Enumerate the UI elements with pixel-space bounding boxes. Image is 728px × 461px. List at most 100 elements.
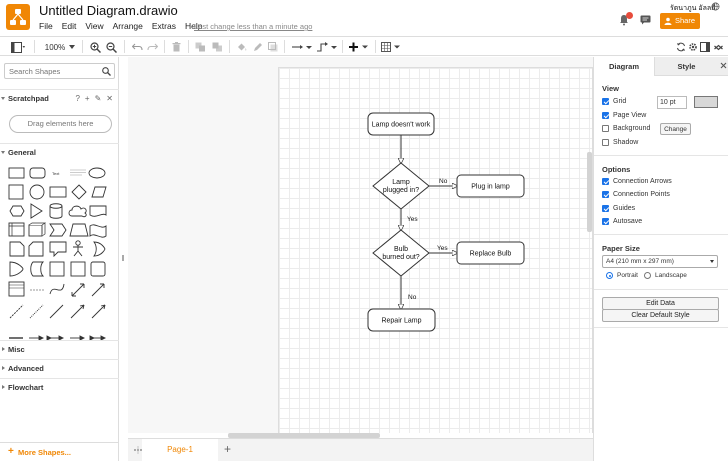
shape-or xyxy=(93,241,106,257)
undo-icon xyxy=(131,43,143,51)
pages-menu-icon[interactable] xyxy=(133,445,143,455)
horizontal-scrollbar[interactable] xyxy=(228,433,380,438)
collapse-toolbar-button[interactable] xyxy=(713,40,723,54)
line-color-button[interactable] xyxy=(251,40,263,54)
page-tab-active[interactable]: Page-1 xyxy=(142,439,218,461)
change-background-button[interactable]: Change xyxy=(660,123,691,135)
more-shapes-button[interactable]: + More Shapes... xyxy=(0,442,119,461)
shape-process xyxy=(49,186,67,198)
zoom-dropdown[interactable]: 100% xyxy=(42,40,78,54)
language-globe-icon[interactable] xyxy=(711,2,720,11)
guides-checkbox[interactable]: Guides xyxy=(602,205,635,212)
menu-arrange[interactable]: Arrange xyxy=(112,21,143,31)
shape-dotted-diagonal xyxy=(29,304,44,319)
drawio-logo[interactable] xyxy=(6,4,30,30)
node-decision1[interactable] xyxy=(372,162,430,210)
to-back-button[interactable] xyxy=(211,40,223,54)
grid-color-swatch[interactable] xyxy=(694,96,718,108)
node-plug[interactable] xyxy=(456,174,525,198)
fill-color-button[interactable] xyxy=(235,40,247,54)
scratchpad-help-icon[interactable]: ? xyxy=(75,94,80,103)
autosave-checkbox[interactable]: Autosave xyxy=(602,218,642,225)
redo-button[interactable] xyxy=(146,40,158,54)
table-button[interactable] xyxy=(380,40,402,54)
menu-file[interactable]: File xyxy=(39,21,53,31)
scratchpad-section[interactable]: Scratchpad ? + ✎ ✕ xyxy=(0,89,119,107)
node-decision2-line1: Bulb xyxy=(394,246,408,253)
vertical-scrollbar[interactable] xyxy=(587,152,592,232)
collapse-panel-button[interactable] xyxy=(718,57,728,76)
shapes-sidebar: Scratchpad ? + ✎ ✕ Drag elements here Ge… xyxy=(0,57,119,461)
undo-button[interactable] xyxy=(131,40,143,54)
elbow-connector-icon xyxy=(317,42,337,52)
checkbox-checked-icon xyxy=(602,218,609,225)
scratchpad-edit-icon[interactable]: ✎ xyxy=(94,94,102,103)
search-box[interactable] xyxy=(4,63,115,79)
connection-style-button[interactable] xyxy=(291,40,313,54)
shadow-checkbox[interactable]: Shadow xyxy=(602,139,638,146)
general-section[interactable]: General xyxy=(0,143,119,161)
node-repair[interactable] xyxy=(367,308,436,332)
connection-arrows-checkbox[interactable]: Connection Arrows xyxy=(602,178,672,185)
autosave-label: Autosave xyxy=(613,218,643,225)
clear-default-style-button[interactable]: Clear Default Style xyxy=(602,309,719,322)
radio-selected-icon xyxy=(606,272,613,279)
flowchart-section[interactable]: Flowchart xyxy=(0,378,119,396)
menu-help[interactable]: Help xyxy=(184,21,203,31)
connection-points-checkbox[interactable]: Connection Points xyxy=(602,191,670,198)
menu-edit[interactable]: Edit xyxy=(61,21,77,31)
search-icon[interactable] xyxy=(102,67,111,76)
share-button[interactable]: Share xyxy=(660,13,700,29)
shape-hexagon xyxy=(9,205,25,217)
page-view-checkbox[interactable]: Page View xyxy=(602,112,646,119)
background-checkbox[interactable]: Background xyxy=(602,125,650,132)
delete-button[interactable] xyxy=(170,40,182,54)
scratchpad-add-icon[interactable]: + xyxy=(84,94,90,103)
flowchart-diagram[interactable]: Lamp doesn't work Lamp plugged in? No Pl… xyxy=(279,68,593,433)
last-change-link[interactable]: Last change less than a minute ago xyxy=(194,22,313,31)
search-shapes-input[interactable] xyxy=(5,64,95,78)
toolbar: 100% xyxy=(0,36,728,56)
close-icon xyxy=(720,62,727,69)
scratchpad-drop-zone[interactable]: Drag elements here xyxy=(9,115,112,133)
zoom-out-button[interactable] xyxy=(105,40,117,54)
paper-size-select[interactable]: A4 (210 mm x 297 mm) xyxy=(602,255,718,268)
document-title[interactable]: Untitled Diagram.drawio xyxy=(39,3,178,18)
general-label: General xyxy=(8,148,36,157)
scratchpad-close-icon[interactable]: ✕ xyxy=(106,94,113,103)
misc-section[interactable]: Misc xyxy=(0,340,119,358)
menu-extras[interactable]: Extras xyxy=(151,21,176,31)
shape-triangle xyxy=(30,203,43,219)
portrait-radio[interactable]: Portrait xyxy=(606,272,638,279)
to-front-button[interactable] xyxy=(194,40,206,54)
tab-diagram[interactable]: Diagram xyxy=(594,57,654,76)
tab-style[interactable]: Style xyxy=(654,57,718,76)
advanced-section[interactable]: Advanced xyxy=(0,359,119,377)
menu-view[interactable]: View xyxy=(85,21,104,31)
trash-icon xyxy=(172,42,180,52)
landscape-radio[interactable]: Landscape xyxy=(644,272,687,279)
shadow-button[interactable] xyxy=(267,40,279,54)
user-name[interactable]: รัตนาภูน อัลลมี xyxy=(670,5,716,12)
node-replace[interactable] xyxy=(456,241,525,265)
shape-data-storage xyxy=(30,261,45,277)
format-panel-toggle[interactable] xyxy=(10,40,26,54)
sidebar-splitter[interactable] xyxy=(119,57,128,461)
grid-checkbox[interactable]: Grid xyxy=(602,98,626,105)
diagram-canvas[interactable]: Lamp doesn't work Lamp plugged in? No Pl… xyxy=(128,57,593,433)
node-decision2[interactable] xyxy=(372,229,430,277)
diagram-page[interactable]: Lamp doesn't work Lamp plugged in? No Pl… xyxy=(278,67,593,433)
waypoints-button[interactable] xyxy=(316,40,338,54)
comment-icon[interactable] xyxy=(640,15,651,25)
fullscreen-button[interactable] xyxy=(700,40,710,54)
zoom-in-button[interactable] xyxy=(89,40,101,54)
sync-button[interactable] xyxy=(676,40,686,54)
grid-size-input[interactable]: 10 pt xyxy=(657,96,687,109)
background-label: Background xyxy=(613,125,651,132)
shape-arrow xyxy=(91,283,105,297)
settings-button[interactable] xyxy=(688,40,698,54)
add-page-button[interactable]: + xyxy=(224,442,232,456)
insert-button[interactable] xyxy=(348,40,370,54)
shape-circle xyxy=(29,184,45,200)
general-shapes-palette[interactable]: Text xyxy=(6,164,114,386)
